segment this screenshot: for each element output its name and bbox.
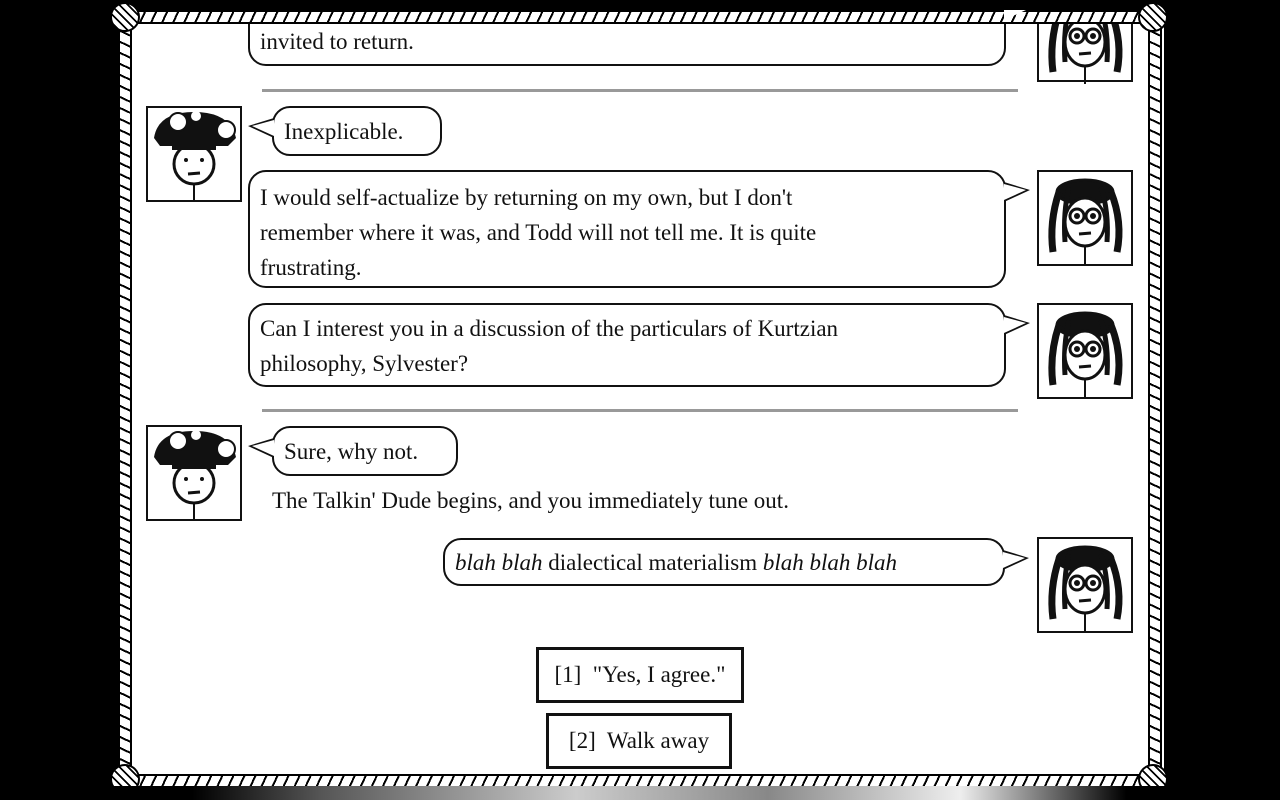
bubble-text: dialectical materialism (542, 550, 763, 575)
bubble-line: remember where it was, and Todd will not… (260, 220, 817, 245)
rope-knot-icon (1138, 2, 1168, 32)
bubble-line: frustrating. (260, 255, 362, 280)
bubble-text: invited to return. (260, 29, 414, 54)
separator (262, 89, 1018, 92)
narration-text: The Talkin' Dude begins, and you immedia… (272, 488, 789, 513)
bottom-gradient (0, 786, 1280, 800)
italic-text: blah blah blah (762, 550, 898, 575)
bubble-line: Can I interest you in a discussion of th… (260, 316, 839, 341)
separator (262, 409, 1018, 412)
speech-bubble-player: Sure, why not. (248, 426, 458, 476)
rope-knot-icon (110, 2, 140, 32)
rope-border-left (118, 16, 132, 780)
choice-walk-away-button[interactable]: [2] Walk away (546, 713, 732, 769)
choice-label: [1] "Yes, I agree." (554, 662, 726, 687)
bubble-text: Inexplicable. (284, 119, 404, 144)
speech-bubble-dude: blah blah dialectical materialism blah b… (443, 538, 1029, 586)
mushroom-hat-face-icon (154, 430, 236, 519)
choice-yes-agree-button[interactable]: [1] "Yes, I agree." (536, 647, 744, 703)
speech-bubble-player: Inexplicable. (248, 106, 442, 156)
bubble-line: I would self-actualize by returning on m… (260, 185, 793, 210)
italic-text: blah blah (455, 550, 543, 575)
bubble-line: philosophy, Sylvester? (260, 351, 469, 376)
dude-portrait (1037, 303, 1133, 399)
bubble-text: Sure, why not. (284, 439, 419, 464)
dude-portrait (1037, 537, 1133, 633)
rope-border-right (1148, 16, 1162, 780)
dialogue-panel: invited to return. Inexplicable. I would… (118, 10, 1164, 786)
rope-border-top (124, 10, 1156, 24)
choice-label: [2] Walk away (568, 728, 710, 753)
dude-portrait (1037, 170, 1133, 266)
dreadlocks-face-icon (1048, 545, 1123, 631)
speech-bubble-dude: Can I interest you in a discussion of th… (248, 303, 1030, 387)
speech-bubble-dude: I would self-actualize by returning on m… (248, 170, 1030, 288)
player-portrait (146, 106, 242, 202)
mushroom-hat-face-icon (154, 111, 236, 200)
player-portrait (146, 425, 242, 521)
dreadlocks-face-icon (1048, 311, 1123, 397)
dreadlocks-face-icon (1048, 178, 1123, 264)
